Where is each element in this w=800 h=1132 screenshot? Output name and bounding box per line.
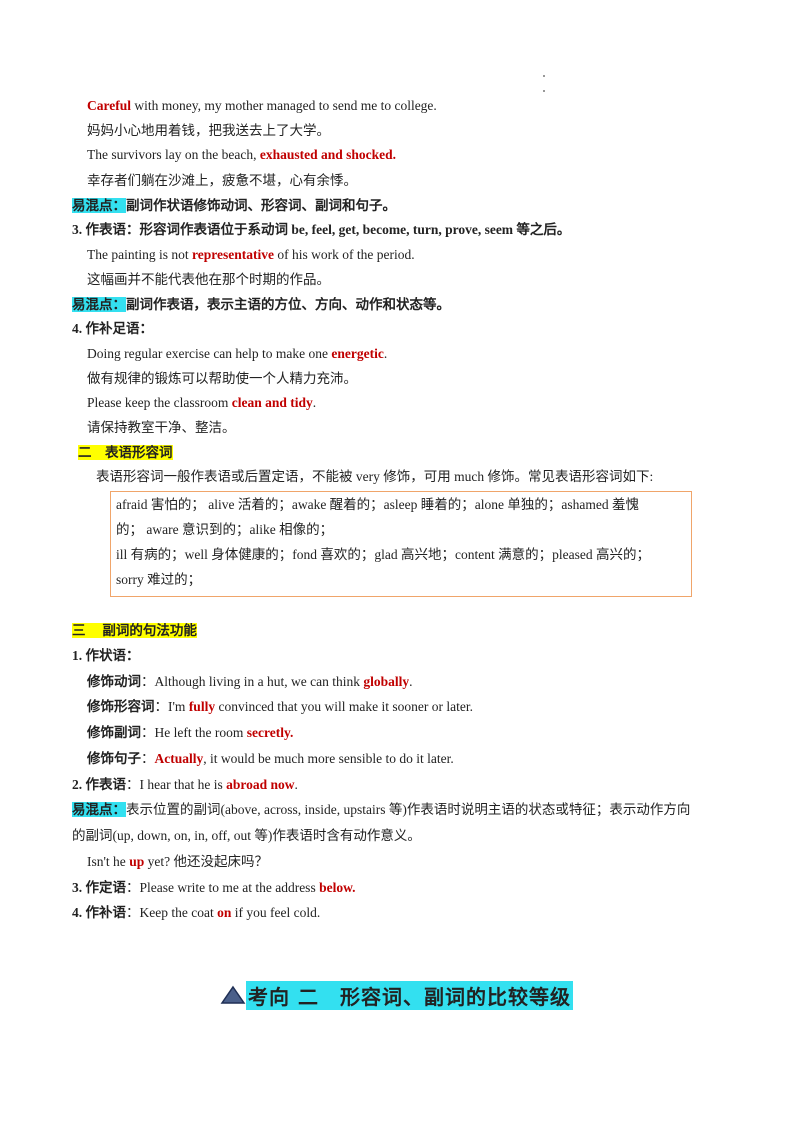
box-line: 的； aware 意识到的；alike 相像的； — [116, 522, 334, 537]
section-title: 三 副词的句法功能 — [72, 623, 197, 638]
translation: 幸存者们躺在沙滩上，疲惫不堪，心有余悸。 — [87, 173, 357, 188]
note-line: 易混点：副词作状语修饰动词、形容词、副词和句子。 — [72, 198, 396, 213]
example-sentence: 修饰形容词：I'm fully convinced that you will … — [87, 699, 474, 714]
section-title: 二 表语形容词 — [78, 445, 173, 460]
box-line: ill 有病的；well 身体健康的；fond 喜欢的；glad 高兴地；con… — [116, 547, 650, 562]
example-sentence: Doing regular exercise can help to make … — [87, 346, 388, 361]
example-sentence: Careful with money, my mother managed to… — [87, 98, 437, 113]
example-sentence: 修饰句子：Actually, it would be much more sen… — [87, 751, 454, 766]
box-line: afraid 害怕的； alive 活着的；awake 醒着的；asleep 睡… — [116, 497, 640, 512]
translation: 请保持教室干净、整洁。 — [87, 420, 236, 435]
paragraph: 表语形容词一般作表语或后置定语，不能被 very 修饰，可用 much 修饰。常… — [96, 469, 654, 484]
section-heading: 1. 作状语： — [72, 648, 140, 663]
translation: 妈妈小心地用着钱，把我送去上了大学。 — [87, 123, 330, 138]
mark-dot — [543, 75, 545, 77]
section-heading: 4. 作补足语： — [72, 321, 153, 336]
highlight-label: 易混点： — [72, 198, 126, 213]
note-line: 易混点：副词作表语，表示主语的方位、方向、动作和状态等。 — [72, 297, 450, 312]
mark-dot — [543, 90, 545, 92]
example-sentence: 4. 作补语：Keep the coat on if you feel cold… — [72, 905, 321, 920]
example-sentence: 3. 作定语：Please write to me at the address… — [72, 880, 356, 895]
highlight-label: 易混点： — [72, 297, 126, 312]
highlight-label: 易混点： — [72, 802, 126, 817]
example-sentence: Please keep the classroom clean and tidy… — [87, 395, 317, 410]
example-sentence: 修饰动词：Although living in a hut, we can th… — [87, 674, 413, 689]
example-sentence: The painting is not representative of hi… — [87, 247, 415, 262]
note-line: 的副词(up, down, on, in, off, out 等)作表语时含有动… — [72, 828, 421, 843]
chapter-title: 考向 二 形容词、副词的比较等级 — [220, 980, 573, 1010]
box-line: sorry 难过的； — [116, 572, 202, 587]
adjective-list-box — [110, 491, 692, 597]
example-sentence: 2. 作表语：I hear that he is abroad now. — [72, 777, 298, 792]
example-sentence: The survivors lay on the beach, exhauste… — [87, 147, 396, 162]
section-heading: 3. 作表语：形容词作表语位于系动词 be, feel, get, become… — [72, 222, 571, 237]
note-line: 易混点：表示位置的副词(above, across, inside, upsta… — [72, 802, 691, 817]
example-sentence: 修饰副词：He left the room secretly. — [87, 725, 294, 740]
example-sentence: Isn't he up yet? 他还没起床吗？ — [87, 854, 268, 869]
translation: 做有规律的锻炼可以帮助使一个人精力充沛。 — [87, 371, 357, 386]
translation: 这幅画并不能代表他在那个时期的作品。 — [87, 272, 330, 287]
triangle-icon — [220, 985, 246, 1004]
